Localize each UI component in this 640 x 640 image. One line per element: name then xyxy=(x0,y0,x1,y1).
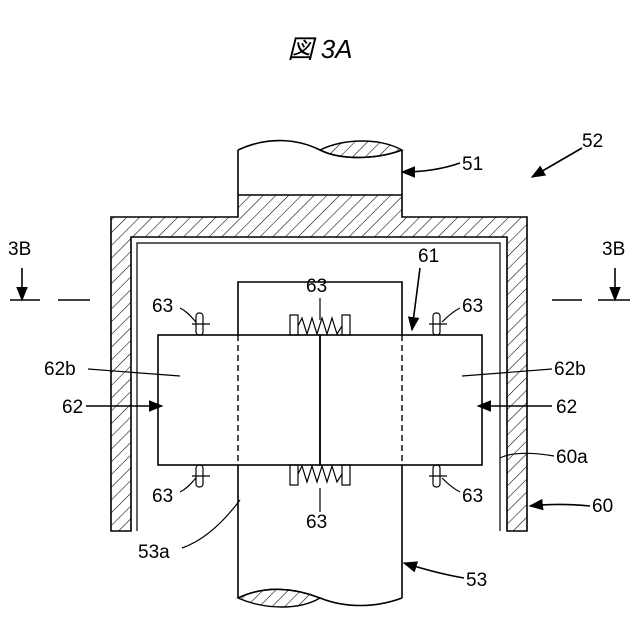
label-63-top-right: 63 xyxy=(462,296,483,317)
magnet-62-left xyxy=(158,335,320,465)
label-62-left: 62 xyxy=(62,397,83,418)
label-53a: 53a xyxy=(138,542,170,563)
label-61: 61 xyxy=(418,246,439,267)
upper-shaft-51-cut xyxy=(320,141,402,158)
leader-53 xyxy=(404,563,464,578)
leader-53a xyxy=(182,500,240,548)
label-63-top-left: 63 xyxy=(152,296,173,317)
section-marker-left xyxy=(10,268,90,300)
label-3b-right: 3B xyxy=(602,239,625,260)
leader-63-bottom-left xyxy=(180,478,196,492)
leader-51 xyxy=(402,163,460,172)
lower-shaft-53-cut xyxy=(238,589,320,607)
leader-63-bottom-right xyxy=(442,478,460,492)
leader-62b-left xyxy=(88,369,180,376)
magnet-62-right xyxy=(320,335,482,465)
label-63-top-center: 63 xyxy=(306,276,327,297)
leader-63-top-right xyxy=(442,308,460,322)
label-52: 52 xyxy=(582,131,603,152)
label-3b-left: 3B xyxy=(8,239,31,260)
figure-title: 図 3A xyxy=(287,34,352,64)
leader-63-top-left xyxy=(180,308,196,322)
housing-60-wall xyxy=(111,195,527,531)
label-53: 53 xyxy=(466,570,487,591)
spring-63-bottom xyxy=(290,465,350,485)
label-62b-right: 62b xyxy=(554,359,586,380)
leader-60 xyxy=(530,505,590,507)
label-51: 51 xyxy=(462,154,483,175)
leader-61 xyxy=(412,268,420,330)
label-63-bottom-left: 63 xyxy=(152,486,173,507)
label-63-bottom-right: 63 xyxy=(462,486,483,507)
label-62b-left: 62b xyxy=(44,359,76,380)
label-60: 60 xyxy=(592,496,613,517)
bolt-63-top-left xyxy=(192,313,210,335)
label-63-bottom-center: 63 xyxy=(306,512,327,533)
label-62-right: 62 xyxy=(556,397,577,418)
label-60a: 60a xyxy=(556,447,588,468)
section-marker-right xyxy=(552,268,630,300)
bolt-63-top-right xyxy=(429,313,447,335)
bolt-63-bottom-left xyxy=(192,465,210,487)
bolt-63-bottom-right xyxy=(429,465,447,487)
leader-52 xyxy=(532,148,582,177)
